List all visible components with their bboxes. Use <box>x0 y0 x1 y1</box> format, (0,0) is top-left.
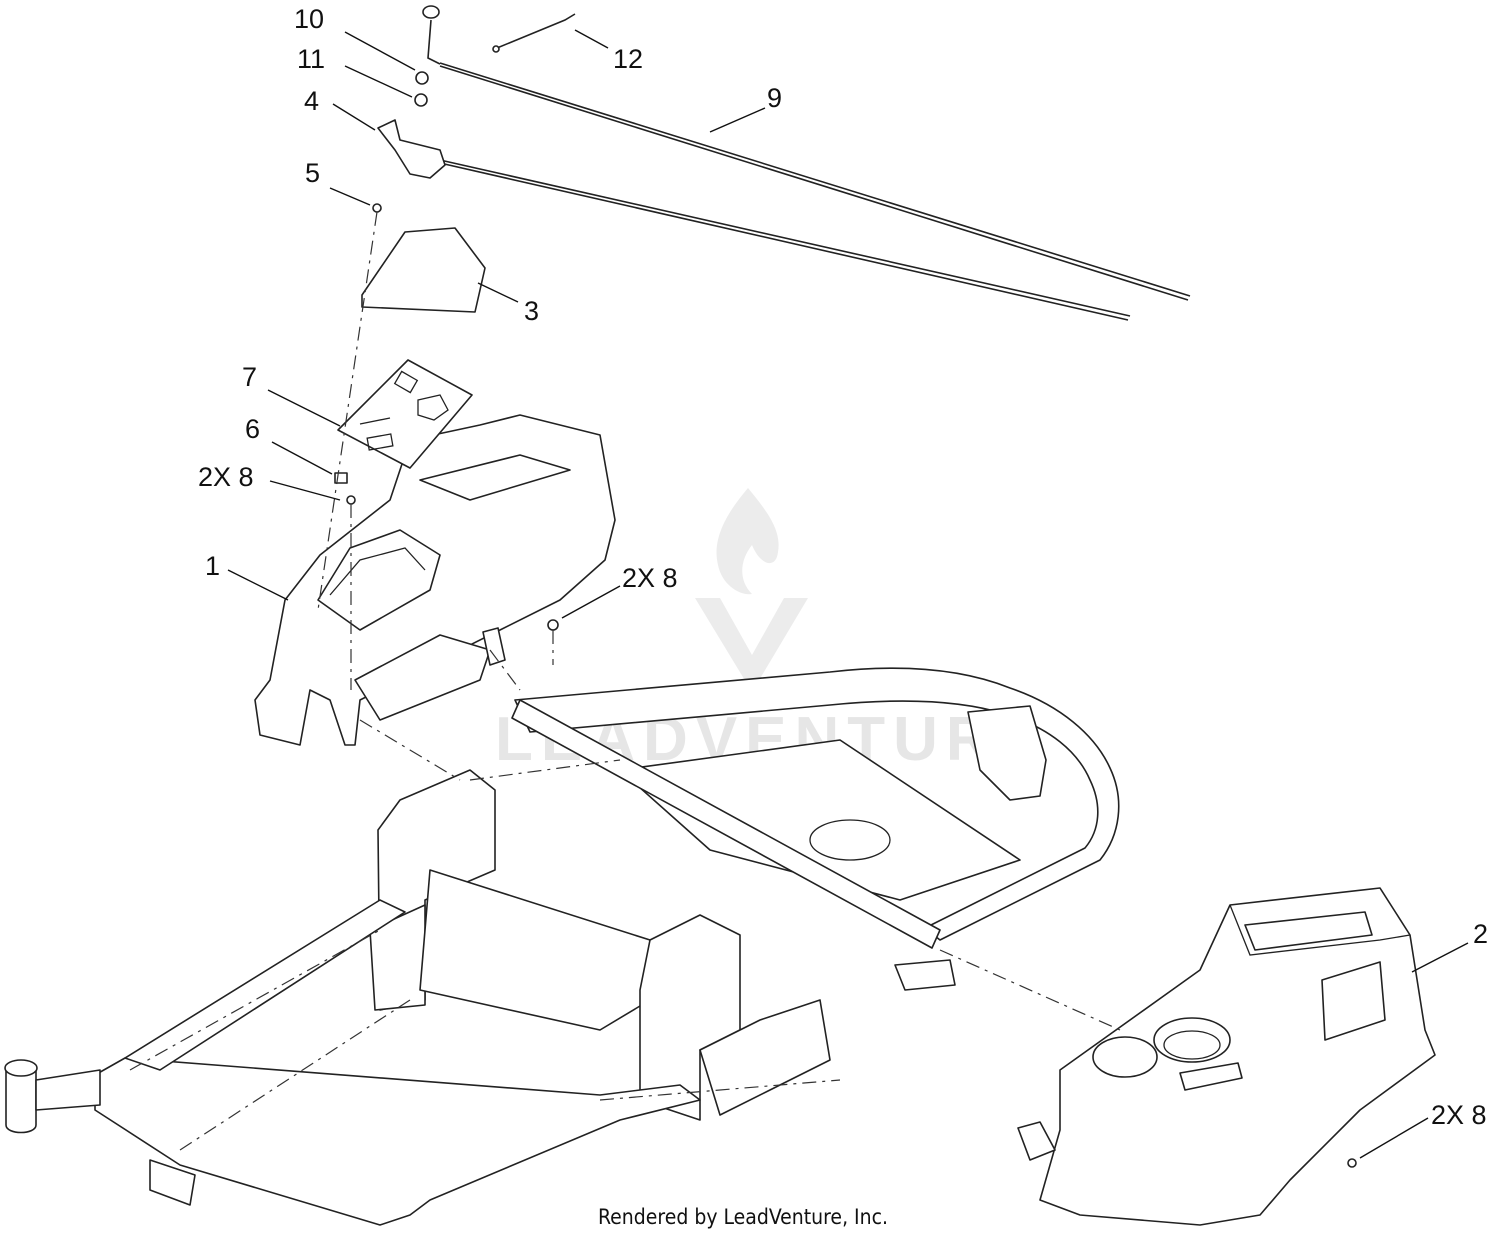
rendered-by-credit: Rendered by LeadVenture, Inc. <box>598 1205 888 1229</box>
frame-right-tower-front <box>699 999 831 1116</box>
right-pod-top <box>1229 904 1411 956</box>
callout-5: 5 <box>305 158 320 188</box>
link-rod-end <box>492 45 500 53</box>
callout-11: 11 <box>297 44 325 74</box>
cup-holder-right-inner <box>1163 1030 1221 1060</box>
right-pod-body <box>1039 887 1436 1226</box>
left-pod-pocket <box>419 454 571 501</box>
cup-holder-right <box>1153 1017 1231 1063</box>
link-rod <box>496 13 576 49</box>
right-pod-pocket <box>1244 911 1373 951</box>
right-pod-tab <box>1017 1121 1056 1161</box>
frame-front-rail <box>94 1057 701 1226</box>
flame-icon <box>716 488 779 595</box>
callout-9: 9 <box>767 83 782 113</box>
screw-8-left <box>346 495 356 505</box>
control-panel-plate <box>337 359 473 469</box>
cup-holder-left <box>1092 1036 1158 1078</box>
left-pod-footwell <box>354 634 491 721</box>
callout-8-right: 2X 8 <box>1431 1100 1487 1130</box>
frame-front-tab <box>149 1159 196 1206</box>
callout-4: 4 <box>304 86 319 116</box>
plate-hole <box>809 819 891 861</box>
frame-cross-tube <box>511 699 941 949</box>
frame-left-rail <box>124 899 406 1071</box>
frame-center-plate <box>619 739 1021 901</box>
callout-10: 10 <box>294 4 324 34</box>
left-pod-bracket <box>482 627 506 666</box>
callout-2: 2 <box>1473 919 1488 949</box>
screw-8-mid <box>547 619 559 631</box>
knob-shaft <box>427 19 441 65</box>
caster-pivot <box>4 1059 101 1134</box>
left-pod-inner-ledge <box>329 547 426 596</box>
callouts: 10 11 4 5 12 9 3 7 6 2X 8 1 2X 8 2 2X 8 <box>198 4 1488 1130</box>
callout-1: 1 <box>205 551 220 581</box>
frame-left-tower-front <box>369 904 426 1011</box>
clip-6 <box>334 472 348 484</box>
frame-mount-bracket <box>967 705 1047 801</box>
knob-cap <box>422 5 440 19</box>
right-pod-panel <box>1321 961 1386 1041</box>
frame-assembly <box>4 667 1120 1226</box>
callout-8-left: 2X 8 <box>198 462 254 492</box>
decal-plate <box>361 227 486 313</box>
control-cables <box>377 5 1191 321</box>
frame-rear-loop <box>514 667 1120 941</box>
nut-11 <box>414 93 428 107</box>
lever-housing <box>377 119 446 179</box>
hardware <box>334 71 559 631</box>
left-control-pod <box>254 414 616 746</box>
cable-lower <box>439 159 1131 317</box>
callout-6: 6 <box>245 414 260 444</box>
right-control-pod <box>1017 887 1436 1226</box>
left-pod-opening <box>317 529 441 631</box>
cable-upper <box>439 62 1191 297</box>
cable-upper-2 <box>439 65 1189 301</box>
callout-8-mid: 2X 8 <box>622 563 678 593</box>
right-pod-decal <box>1179 1062 1243 1091</box>
v-logo-icon <box>695 598 808 692</box>
cable-lower-2 <box>439 162 1129 321</box>
callout-7: 7 <box>242 362 257 392</box>
frame-seat-pan <box>419 869 651 1031</box>
frame-lower-bracket <box>894 959 956 991</box>
assembly-lines <box>129 211 1121 1151</box>
screw-5 <box>372 203 382 213</box>
right-pod-screw <box>1347 1158 1357 1168</box>
callout-12: 12 <box>613 44 643 74</box>
callout-3: 3 <box>524 296 539 326</box>
leader-lines <box>227 29 1469 1159</box>
washer-10 <box>415 71 429 85</box>
